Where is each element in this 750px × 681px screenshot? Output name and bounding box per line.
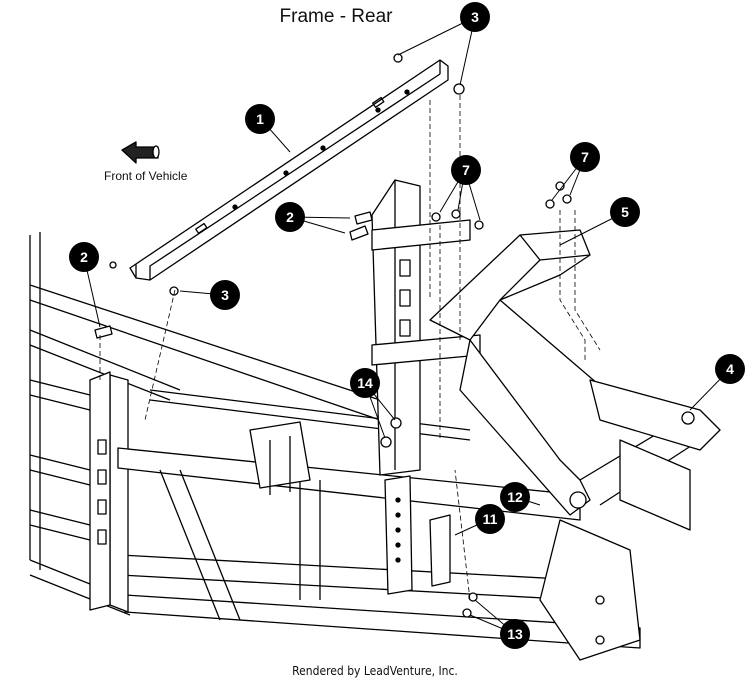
callout-1[interactable]: 1 — [245, 104, 275, 134]
callout-2-upper[interactable]: 2 — [275, 202, 305, 232]
footer-credit: Rendered by LeadVenture, Inc. — [292, 664, 458, 678]
callout-2-left[interactable]: 2 — [69, 242, 99, 272]
dash-lines — [99, 95, 601, 601]
callout-12[interactable]: 12 — [500, 482, 530, 512]
front-of-vehicle-label: Front of Vehicle — [104, 169, 188, 183]
diagram-title: Frame - Rear — [279, 6, 393, 27]
callout-13[interactable]: 13 — [500, 619, 530, 649]
callout-7-center[interactable]: 7 — [451, 155, 481, 185]
callout-3-left[interactable]: 3 — [210, 280, 240, 310]
upper-uprights — [371, 179, 481, 476]
callout-3-top[interactable]: 3 — [460, 2, 490, 32]
callout-14[interactable]: 14 — [350, 368, 380, 398]
right-rear-frame — [539, 379, 721, 661]
fasteners — [94, 53, 572, 618]
callout-7-right[interactable]: 7 — [570, 142, 600, 172]
callout-4[interactable]: 4 — [715, 354, 745, 384]
callout-5[interactable]: 5 — [610, 197, 640, 227]
crossbar-part — [129, 59, 449, 281]
front-arrow — [121, 141, 160, 164]
center-post — [384, 475, 451, 595]
callout-11[interactable]: 11 — [475, 504, 505, 534]
